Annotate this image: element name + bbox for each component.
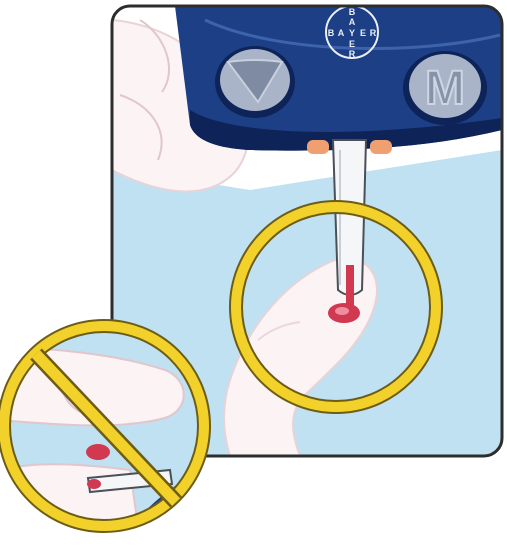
port-light-left	[307, 140, 329, 154]
logo-letter-b: B	[349, 7, 356, 17]
memory-button[interactable]: M	[403, 51, 487, 125]
inset-blood-drop	[86, 444, 110, 460]
logo-letter-r2: R	[370, 28, 377, 38]
logo-letter-e2: E	[360, 28, 366, 38]
logo-letter-a2: A	[338, 28, 345, 38]
port-light-right	[370, 140, 392, 154]
memory-button-label: M	[425, 62, 465, 115]
logo-letter-a: A	[349, 17, 356, 27]
logo-letter-y: Y	[349, 28, 355, 38]
logo-letter-b2: B	[328, 28, 335, 38]
down-button[interactable]	[215, 46, 295, 118]
logo-letter-e: E	[349, 39, 355, 49]
logo-letter-r: R	[349, 49, 356, 59]
bayer-logo: B A Y E R B A E R	[326, 6, 378, 59]
